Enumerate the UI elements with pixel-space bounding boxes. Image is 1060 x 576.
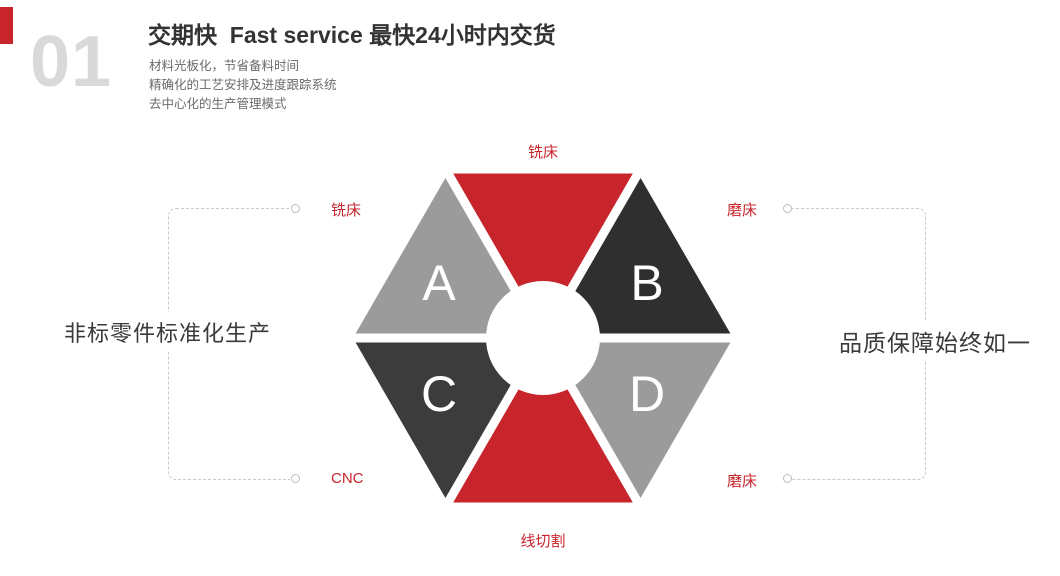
connector-endpoint-circle — [783, 204, 792, 213]
bullet-item: 材料光板化，节省备料时间 — [149, 59, 300, 73]
corner-accent-bar — [0, 7, 13, 44]
label-top-milling: 铣床 — [527, 144, 558, 161]
connector-endpoint-circle — [291, 204, 300, 213]
segment-letter-b: B — [630, 255, 663, 311]
segment-letter-a: A — [422, 255, 456, 311]
connector-endpoint-circle — [291, 474, 300, 483]
label-left-bottom-cnc: CNC — [331, 470, 364, 487]
hex-segment-lower-left — [353, 338, 543, 503]
hex-segment-upper-right — [543, 173, 733, 338]
hex-segment-upper-left — [353, 173, 543, 338]
label-left-top-milling: 铣床 — [331, 202, 362, 219]
label-right-bottom-grinding: 磨床 — [726, 473, 757, 490]
segment-letter-d: D — [629, 366, 665, 422]
center-hub-circle — [486, 281, 600, 395]
label-bottom-wirecut: 线切割 — [520, 533, 566, 550]
hex-segment-top — [448, 173, 638, 338]
hex-segment-lower-right — [543, 338, 733, 503]
section-index: 01 — [30, 22, 113, 102]
right-statement: 品质保障始终如一 — [818, 320, 1052, 362]
segment-letter-c: C — [421, 366, 457, 422]
connector-endpoint-circle — [783, 474, 792, 483]
hexagon-diagram: A B C D — [347, 166, 739, 510]
bullet-item: 去中心化的生产管理模式 — [149, 97, 287, 111]
label-right-top-grinding: 磨床 — [726, 202, 757, 219]
hex-segment-bottom — [448, 338, 638, 503]
bullet-item: 精确化的工艺安排及进度跟踪系统 — [149, 78, 337, 92]
left-statement: 非标零件标准化生产 — [40, 312, 295, 352]
bullet-list: 材料光板化，节省备料时间 精确化的工艺安排及进度跟踪系统 去中心化的生产管理模式 — [149, 57, 337, 114]
section-title: 交期快 Fast service 最快24小时内交货 — [148, 22, 556, 48]
